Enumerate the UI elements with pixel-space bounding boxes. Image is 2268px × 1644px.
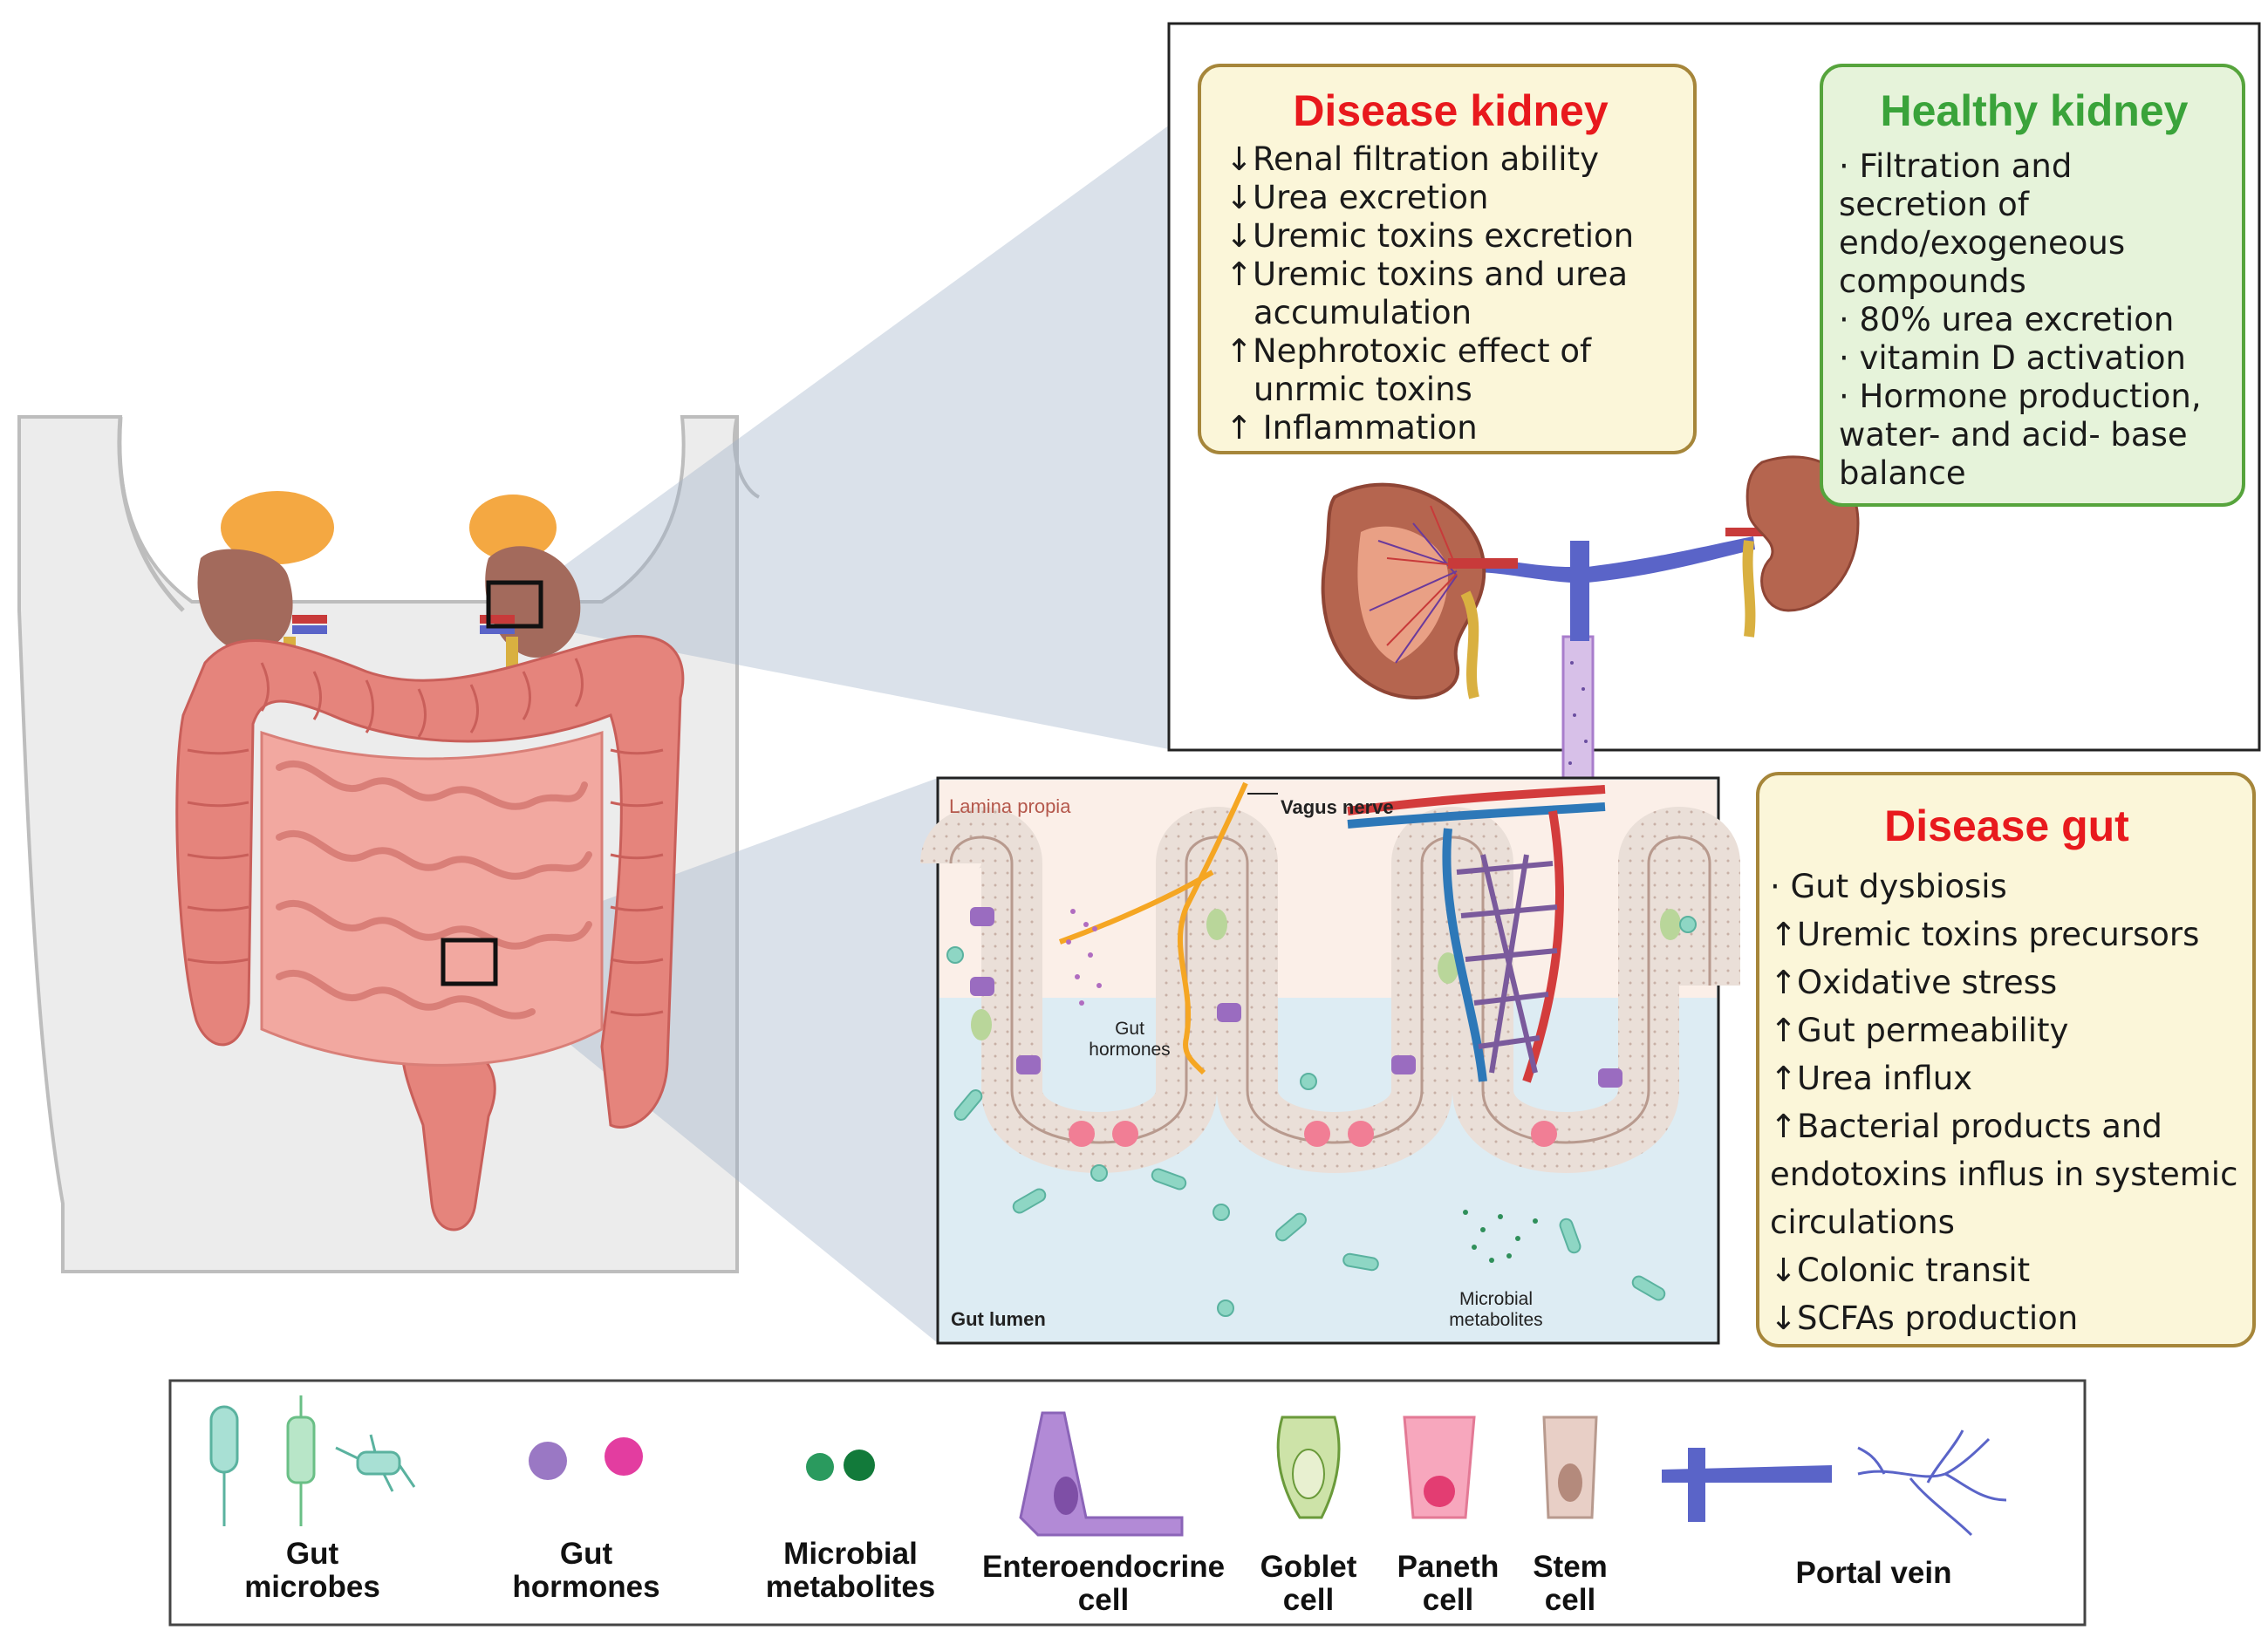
kidney-zoom-marker [486,580,543,629]
microbial-metabolites-label-line: Microbial [1458,1289,1534,1309]
legend-label-line: Microbial [783,1537,918,1571]
disease-kidney-box: Disease kidney ↓Renal filtration ability… [1198,64,1697,454]
disease-gut-item: ↑Oxidative stress [1770,964,2058,1001]
healthy-kidney-item: balance [1839,454,1966,492]
disease-kidney-item: accumulation [1254,294,1472,331]
legend-gut-hormones: Gut hormones [512,1538,659,1604]
microbial-metabolites-label-line: metabolites [1449,1310,1543,1330]
legend-gut-microbes: Gut microbes [244,1538,380,1604]
healthy-kidney-item: compounds [1839,263,2026,300]
disease-gut-item: endotoxins influs in systemic [1770,1156,2238,1193]
villi [920,807,1740,1173]
legend-label-line: Stem [1533,1550,1608,1584]
healthy-kidney-item: · Filtration and [1839,147,2073,185]
disease-gut-title: Disease gut [1884,802,2129,850]
gut-zoom-marker [441,938,498,986]
capillary-network [1347,785,1606,1083]
healthy-kidney-item: water- and acid- base [1839,416,2188,454]
disease-gut-item: ↑Urea influx [1770,1060,1973,1097]
legend-goblet-cell: Goblet cell [1260,1551,1357,1617]
legend-label-line: cell [1077,1583,1130,1617]
gut-microbes-icon [209,1395,416,1526]
legend-label-line: cell [1544,1583,1596,1617]
disease-kidney-item: ↑Nephrotoxic effect of [1226,332,1591,370]
microbial-metabolites-icon [806,1450,875,1481]
disease-gut-item: circulations [1770,1204,1955,1241]
goblet-cell-icon [1276,1415,1341,1519]
legend-label-line: hormones [512,1570,660,1604]
legend-portal-vein: Portal vein [1796,1557,1952,1590]
legend-label-line: metabolites [765,1570,936,1604]
portal-vein-icon [1662,1429,2007,1537]
disease-gut-item: ↓SCFAs production [1770,1300,2079,1337]
vagus-nerve-label: Vagus nerve [1281,796,1394,818]
disease-kidney-title: Disease kidney [1293,86,1609,135]
torso-kidneys [197,491,581,676]
disease-kidney-item: ↑ Inflammation [1226,409,1478,447]
legend-label-line: Enteroendocrine [981,1550,1226,1584]
legend-label-line: Gut [285,1537,339,1571]
stem-cell-icon [1542,1415,1598,1519]
legend-label-line: cell [1282,1583,1335,1617]
gut-hormones-label-line: hormones [1089,1040,1171,1060]
kidney-zoom-wedge [497,122,1173,750]
vagus-nerve [1058,781,1248,1075]
gut-hormones-label: Gut hormones [1077,1019,1182,1061]
legend-label-line: Paneth [1397,1550,1499,1584]
disease-kidney-item: ↓Urea excretion [1226,179,1489,216]
disease-kidney-item: ↓Renal filtration ability [1226,140,1599,178]
disease-gut-item: ↑Gut permeability [1770,1012,2069,1049]
small-intestine [260,730,604,1067]
legend-paneth-cell: Paneth cell [1397,1551,1499,1617]
large-intestine [175,635,685,1231]
healthy-kidney-item: · Hormone production, [1839,378,2202,415]
paneth-cell-icon [1403,1415,1476,1519]
lamina-propia-label: Lamina propia [949,795,1071,817]
gut-lumen-label: Gut lumen [951,1308,1046,1330]
disease-gut-item: · Gut dysbiosis [1770,868,2007,905]
healthy-kidney-item: endo/exogeneous [1839,224,2126,262]
healthy-kidney-title: Healthy kidney [1880,86,2189,135]
legend-label-line: microbes [244,1570,380,1604]
enteroendocrine-cell-icon [1019,1411,1184,1537]
gut-hormones-icon [529,1437,643,1480]
legend-enteroendocrine-cell: Enteroendocrine cell [982,1551,1225,1617]
healthy-kidney-item: · vitamin D activation [1839,339,2186,377]
legend-stem-cell: Stem cell [1533,1551,1608,1617]
legend-microbial-metabolites: Microbial metabolites [766,1538,936,1604]
legend-label-line: Gut [559,1537,613,1571]
disease-gut-box: Disease gut · Gut dysbiosis ↑Uremic toxi… [1756,772,2256,1347]
healthy-kidney-box: Healthy kidney · Filtration and secretio… [1820,64,2245,507]
legend-label-line: Portal vein [1795,1556,1952,1590]
disease-kidney-item: unrmic toxins [1254,371,1472,408]
healthy-kidney-item: secretion of [1839,186,2029,223]
lumen-microbes [946,916,1697,1317]
disease-gut-item: ↑Uremic toxins precursors [1770,916,2200,953]
legend-label-line: Goblet [1260,1550,1357,1584]
disease-gut-item: ↑Bacterial products and [1770,1108,2162,1145]
healthy-kidney-item: · 80% urea excretion [1839,301,2175,338]
legend-label-line: cell [1422,1583,1474,1617]
legend-frame [168,1379,2087,1627]
gut-hormones-label-line: Gut [1115,1019,1144,1039]
disease-kidney-item: ↑Uremic toxins and urea [1226,256,1629,293]
disease-gut-item: ↓Colonic transit [1770,1252,2031,1289]
microbial-metabolites-label: Microbial metabolites [1431,1289,1561,1331]
disease-kidney-item: ↓Uremic toxins excretion [1226,217,1635,255]
